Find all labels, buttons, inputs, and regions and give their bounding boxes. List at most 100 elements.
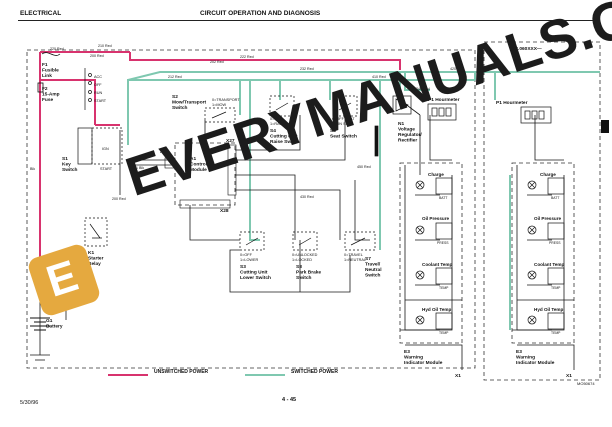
indicator-sub-temp2-right: TEMP [551,331,561,335]
fuse-f2 [37,82,44,93]
indicator-hyd-left: Hyd Oil Temp [422,307,451,312]
starter-relay-k1 [84,217,108,247]
wire-label: 240 Red [416,87,430,91]
connector-x27: X27 [226,138,235,144]
s4-state-0: 0=OFF [270,117,283,121]
wire-label: 801 Blk [132,166,144,170]
key-pos-start: START [94,99,107,103]
coolant-temp-indicator-left [415,267,453,285]
s8-state-0: 0=UNLOCKED [292,253,318,257]
hyd-oil-temp-indicator-left [415,312,453,330]
s6-state-0: 0=OFF SEAT [332,117,355,121]
charge-indicator-right [527,177,565,195]
charge-indicator-left [415,177,453,195]
wire-label: Blk [30,167,35,171]
switched-wires [127,71,600,330]
indicator-coolant-left: Coolant Temp [422,262,452,267]
indicator-sub-temp-left: TEMP [439,286,449,290]
wire-label: 220 Red [50,47,64,51]
s2-state-0: 0=TRANSPORT [212,98,240,102]
voltage-regulator-n1 [374,95,412,157]
indicator-charge-left: Charge [428,172,444,177]
indicator-sub-press-left: PRESS [437,241,449,245]
p1-label: P1 Hourmeter [428,97,460,103]
s2-state-1: 1=MOW [212,103,226,107]
fusible-link-f1 [41,52,61,56]
hourmeter-p1-variant [520,106,552,124]
travel-neutral-switch-s7 [344,231,376,251]
legend-switched: SWITCHED POWER [291,369,338,375]
indicator-sub-temp2-left: TEMP [439,331,449,335]
connector-x1-right: X1 [566,373,572,379]
lower-switch-s3 [239,231,265,251]
e3-boundary-left [399,162,463,344]
indicator-coolant-right: Coolant Temp [534,262,564,267]
s6-state-1: 1=ON SEAT [332,122,353,126]
wire-label: 212 Red [168,75,182,79]
s7-state-1: 1=NEUTRAL [344,258,366,262]
s4-state-1: 1=RAISE [270,122,286,126]
indicator-sub-batt-right: BATT [551,196,559,200]
indicator-charge-right: Charge [540,172,556,177]
section-tab [601,120,609,133]
connector-x1-left: X1 [455,373,461,379]
coolant-temp-indicator-right [527,267,565,285]
key-pos-off: OFF [94,83,102,87]
wire-label: 232 Red [300,67,314,71]
raise-switch-s4 [269,95,295,117]
page-title: CIRCUIT OPERATION AND DIAGNOSIS [200,10,321,17]
seat-switch-s6 [332,95,358,117]
wire-label: 420 Red [450,67,464,71]
figure-reference: MO50674 [577,381,595,386]
connector-x25: X25 [160,149,169,155]
s8-state-1: 1=LOCKED [292,258,312,262]
connector-x28: X28 [220,208,229,214]
wire-label: 430 Red [300,195,314,199]
wire-label: 202 Red [210,60,224,64]
hourmeter-p1 [427,103,457,121]
key-term-start: START [100,167,113,171]
legend-unswitched: UNSWITCHED POWER [154,369,209,375]
indicator-oil-right: Oil Pressure [534,216,562,221]
indicator-sub-batt-left: BATT [439,196,447,200]
footer-page-number: 4 - 45 [282,397,297,403]
indicator-sub-press-right: PRESS [549,241,561,245]
indicator-sub-temp-right: TEMP [551,286,561,290]
watermark-logo-letter: E [40,251,84,307]
mow-transport-switch-s2 [204,107,236,123]
serial-variant-boundary [483,41,601,381]
controller-pins [164,144,237,209]
battery-g1 [30,317,50,331]
park-brake-switch-s8 [292,231,318,251]
key-pos-run: RUN [94,91,102,95]
wire-label: 200 Red [90,54,104,58]
indicator-oil-left: Oil Pressure [422,216,450,221]
s3-state-1: 1=LOWER [240,258,259,262]
wire-label: 450 Red [357,165,371,169]
indicator-hyd-right: Hyd Oil Temp [534,307,563,312]
oil-pressure-indicator-right [527,222,565,240]
wire-label: 802 Blk [132,157,144,161]
main-schematic-boundary [26,49,476,369]
section-label: ELECTRICAL [20,10,62,17]
wire-label: 222 Red [240,55,254,59]
hyd-oil-temp-indicator-right [527,312,565,330]
oil-pressure-indicator-left [415,222,453,240]
s3-state-0: 0=OFF [240,253,253,257]
header-rule [18,20,598,21]
footer-date: 5/30/96 [20,400,39,406]
